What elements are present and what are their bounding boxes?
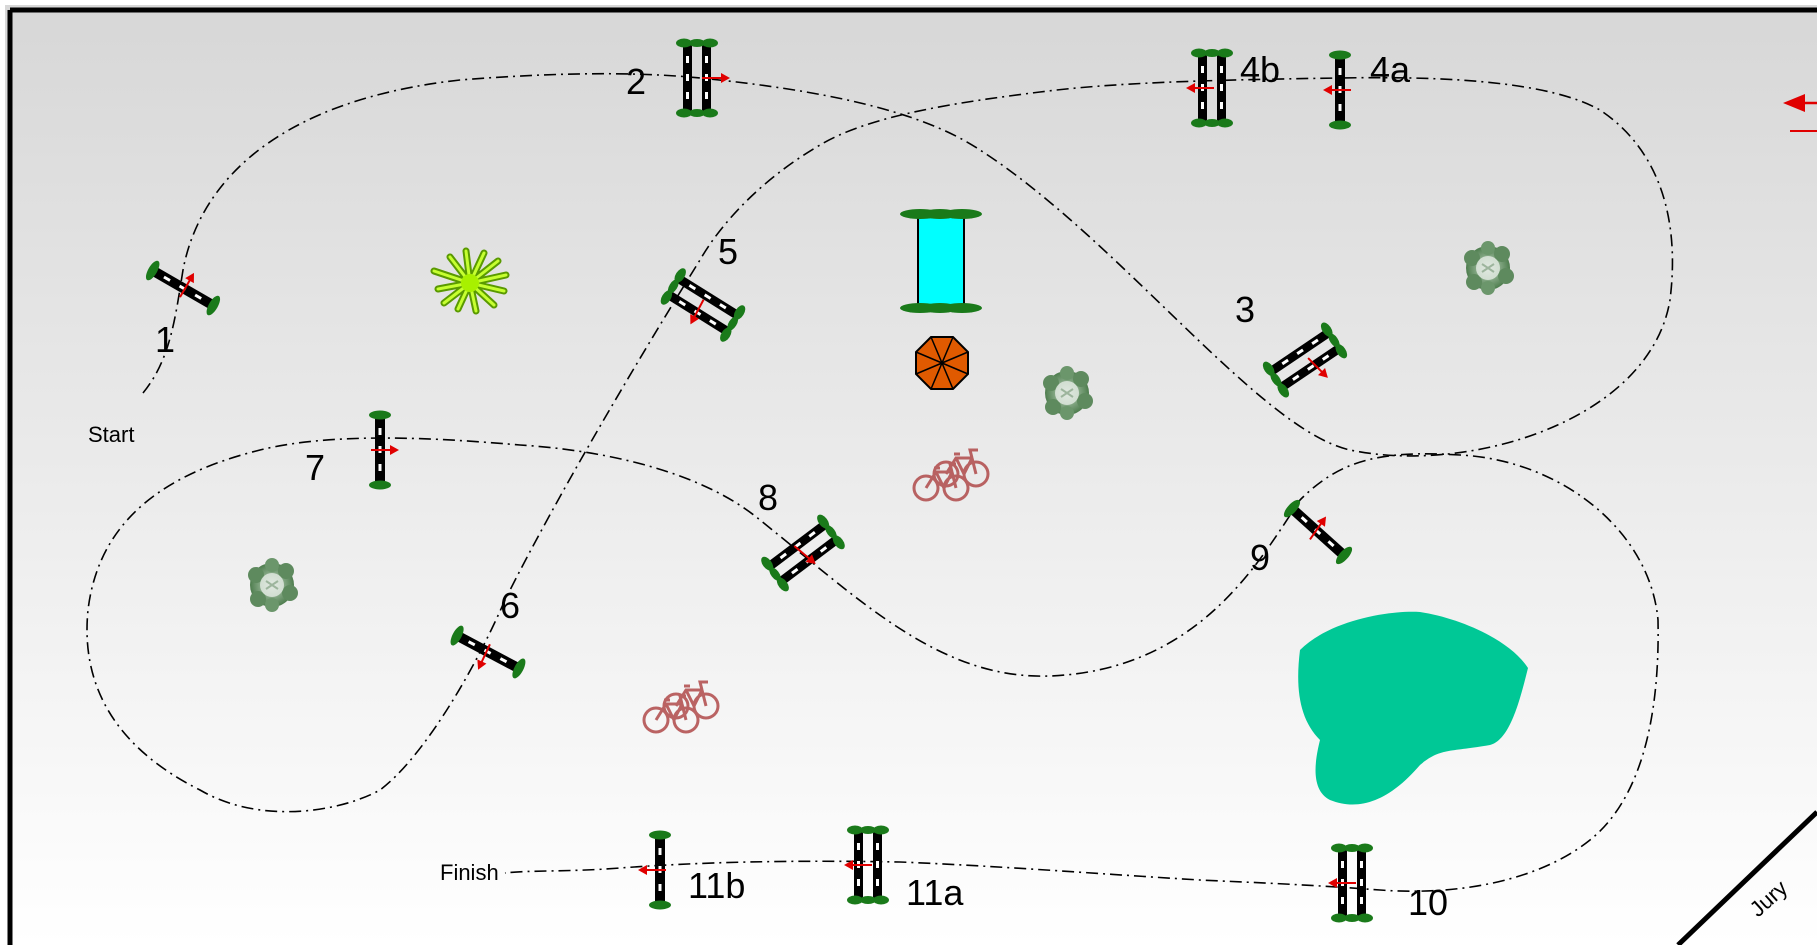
obstacle-5[interactable]: 5	[658, 231, 748, 344]
obstacle-number: 4a	[1370, 49, 1411, 90]
obstacle-number: 7	[305, 447, 325, 488]
arena-border	[7, 7, 1817, 945]
obstacle-11b[interactable]: 11b	[637, 830, 745, 910]
obstacle-1[interactable]: 1	[143, 258, 223, 360]
obstacle-number: 5	[718, 231, 738, 272]
obstacle-number: 8	[758, 477, 778, 518]
obstacle-number: 4b	[1240, 49, 1280, 90]
finish-label: Finish	[440, 860, 499, 885]
obstacle-2[interactable]: 2	[626, 38, 731, 118]
water-jump-icon	[900, 209, 982, 313]
obstacle-number: 9	[1250, 537, 1270, 578]
jury-corner-line	[1676, 810, 1817, 945]
obstacle-number: 11b	[688, 865, 745, 906]
arena-surface	[5, 5, 1817, 945]
obstacle-4a[interactable]: 4a	[1322, 49, 1411, 130]
direction-arrow-icon	[1783, 94, 1817, 132]
obstacle-number: 3	[1235, 289, 1255, 330]
obstacle-10[interactable]: 10	[1327, 843, 1448, 924]
obstacle-4b[interactable]: 4b	[1185, 48, 1280, 128]
pond-icon	[1298, 611, 1528, 805]
course-track-first	[86, 72, 1674, 893]
obstacle-8[interactable]: 8	[758, 477, 848, 594]
obstacle-11a[interactable]: 11a	[843, 825, 964, 914]
umbrella-icon	[915, 336, 969, 390]
obstacle-7[interactable]: 7	[305, 410, 400, 490]
obstacle-number: 11a	[906, 872, 964, 913]
obstacle-number: 2	[626, 61, 646, 102]
obstacle-9[interactable]: 9	[1250, 497, 1355, 578]
obstacle-6[interactable]: 6	[447, 585, 529, 681]
obstacle-number: 10	[1408, 882, 1448, 923]
obstacle-3[interactable]: 3	[1235, 289, 1350, 400]
obstacle-number: 1	[155, 319, 175, 360]
start-label: Start	[88, 422, 134, 447]
flower-plant-icon	[430, 247, 510, 315]
obstacle-number: 6	[500, 585, 520, 626]
